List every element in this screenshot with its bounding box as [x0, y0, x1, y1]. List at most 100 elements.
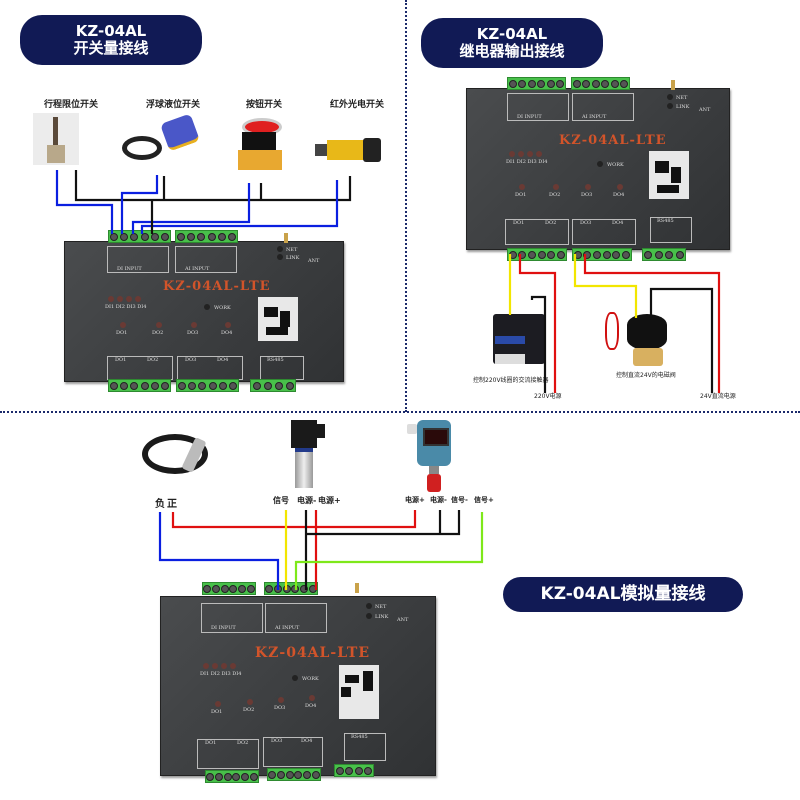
- rs485-block: [344, 733, 386, 761]
- di-input-block: [201, 603, 263, 633]
- do4-label: DO4: [305, 703, 317, 709]
- wire-red: [171, 510, 417, 529]
- di-led: [509, 151, 515, 157]
- title-line-1: KZ-04AL: [476, 24, 548, 43]
- di-led: [536, 151, 542, 157]
- do-group-label: DO3: [185, 357, 197, 363]
- sensor-label-photoelectric: 红外光电开关: [330, 100, 385, 110]
- do-group-label: DO3: [271, 738, 283, 744]
- rs485-label: RS485: [267, 357, 284, 363]
- do3-label: DO3: [581, 192, 593, 198]
- sensor2-pwr-neg-label: 电源-: [297, 496, 317, 505]
- ai-input-label: AI INPUT: [275, 625, 300, 631]
- do4-led: [225, 322, 231, 328]
- do1-label: DO1: [211, 709, 223, 715]
- sensor2-signal-label: 信号: [273, 496, 289, 505]
- do3-led: [585, 184, 591, 190]
- sensor3-sig-neg-label: 信号-: [451, 496, 468, 504]
- sensor-label-push-button: 按钮开关: [246, 100, 283, 110]
- do34-terminal-block: [176, 379, 239, 392]
- net-led: [667, 94, 673, 100]
- work-led: [597, 161, 603, 167]
- di-input-label: DI INPUT: [117, 266, 142, 272]
- di-led: [203, 663, 209, 669]
- link-led: [366, 613, 372, 619]
- device-model-label: KZ-04AL-LTE: [163, 279, 271, 294]
- sensor3-sig-pos-label: 信号+: [474, 496, 494, 504]
- digital-section-title: KZ-04AL 开关量接线: [20, 15, 202, 65]
- do-group-label: DO4: [217, 357, 229, 363]
- do-group-label: DO4: [612, 220, 624, 226]
- section-divider-vertical: [405, 0, 407, 412]
- wire-black: [74, 170, 352, 202]
- ai-terminal-block: [571, 77, 630, 90]
- digital-pressure-transmitter-icon: [407, 420, 455, 494]
- sensor3-pwr-pos-label: 电源+: [405, 496, 425, 504]
- do-group-label: DO1: [205, 740, 217, 746]
- relay-section-title: KZ-04AL 继电器输出接线: [421, 18, 603, 68]
- di-led: [135, 296, 141, 302]
- do4-label: DO4: [221, 330, 233, 336]
- do12-terminal-block: [108, 379, 171, 392]
- do2-label: DO2: [549, 192, 561, 198]
- di-led: [117, 296, 123, 302]
- section-divider-horizontal: [0, 411, 800, 413]
- rs485-terminal-block: [250, 379, 296, 392]
- do3-led: [191, 322, 197, 328]
- ant-label: ANT: [397, 617, 409, 623]
- link-led: [667, 103, 673, 109]
- rs485-block: [650, 217, 692, 243]
- link-label: LINK: [375, 614, 389, 620]
- di-input-block: [507, 93, 569, 121]
- wire-green: [294, 512, 484, 590]
- analog-section-title: KZ-04AL模拟量接线: [503, 577, 743, 612]
- ai-input-block: [265, 603, 327, 633]
- do34-terminal-block: [267, 768, 321, 781]
- device-kz04al-relay: DI INPUT AI INPUT NET LINK ANT KZ-04AL-L…: [466, 88, 730, 250]
- wire-black: [649, 287, 714, 393]
- title-text: KZ-04AL模拟量接线: [540, 583, 706, 604]
- sensor-label-float-switch: 浮球液位开关: [146, 100, 201, 110]
- do1-do2-block: [505, 219, 569, 245]
- sensor3-pwr-neg-label: 电源-: [430, 496, 447, 504]
- net-led: [366, 603, 372, 609]
- do1-led: [120, 322, 126, 328]
- title-line-2: 继电器输出接线: [459, 42, 565, 60]
- work-led: [204, 304, 210, 310]
- net-label: NET: [286, 247, 298, 253]
- ai-input-label: AI INPUT: [582, 114, 607, 120]
- di-input-block: [107, 246, 169, 273]
- pressure-transmitter-icon: [287, 420, 327, 498]
- qr-code: [649, 151, 689, 199]
- wire-black: [306, 510, 461, 536]
- do4-label: DO4: [613, 192, 625, 198]
- qr-code: [258, 297, 298, 341]
- title-line-1: KZ-04AL: [75, 21, 147, 40]
- link-label: LINK: [286, 255, 300, 261]
- do1-label: DO1: [116, 330, 128, 336]
- link-label: LINK: [676, 104, 690, 110]
- do1-label: DO1: [515, 192, 527, 198]
- device-kz04al-analog: DI INPUT AI INPUT NET LINK ANT KZ-04AL-L…: [160, 596, 436, 776]
- di-led: [126, 296, 132, 302]
- solenoid-label: 控制直流24V的电磁阀: [616, 372, 676, 379]
- ai-input-block: [572, 93, 634, 121]
- wire-blue: [140, 180, 339, 234]
- rs485-label: RS485: [657, 218, 674, 224]
- do1-do2-block: [197, 739, 259, 769]
- do12-terminal-block: [205, 770, 259, 783]
- do4-led: [617, 184, 623, 190]
- device-kz04al-digital: DI INPUT AI INPUT NET LINK ANT KZ-04AL-L…: [64, 241, 344, 382]
- di-led: [230, 663, 236, 669]
- sensor-label-limit-switch: 行程限位开关: [44, 100, 99, 110]
- device-model-label: KZ-04AL-LTE: [255, 645, 370, 661]
- do3-led: [278, 697, 284, 703]
- rs485-terminal-block: [334, 764, 374, 777]
- do1-led: [215, 701, 221, 707]
- net-label: NET: [676, 95, 688, 101]
- work-label: WORK: [302, 676, 319, 682]
- do3-do4-block: [572, 219, 636, 245]
- work-label: WORK: [607, 162, 624, 168]
- link-led: [277, 254, 283, 260]
